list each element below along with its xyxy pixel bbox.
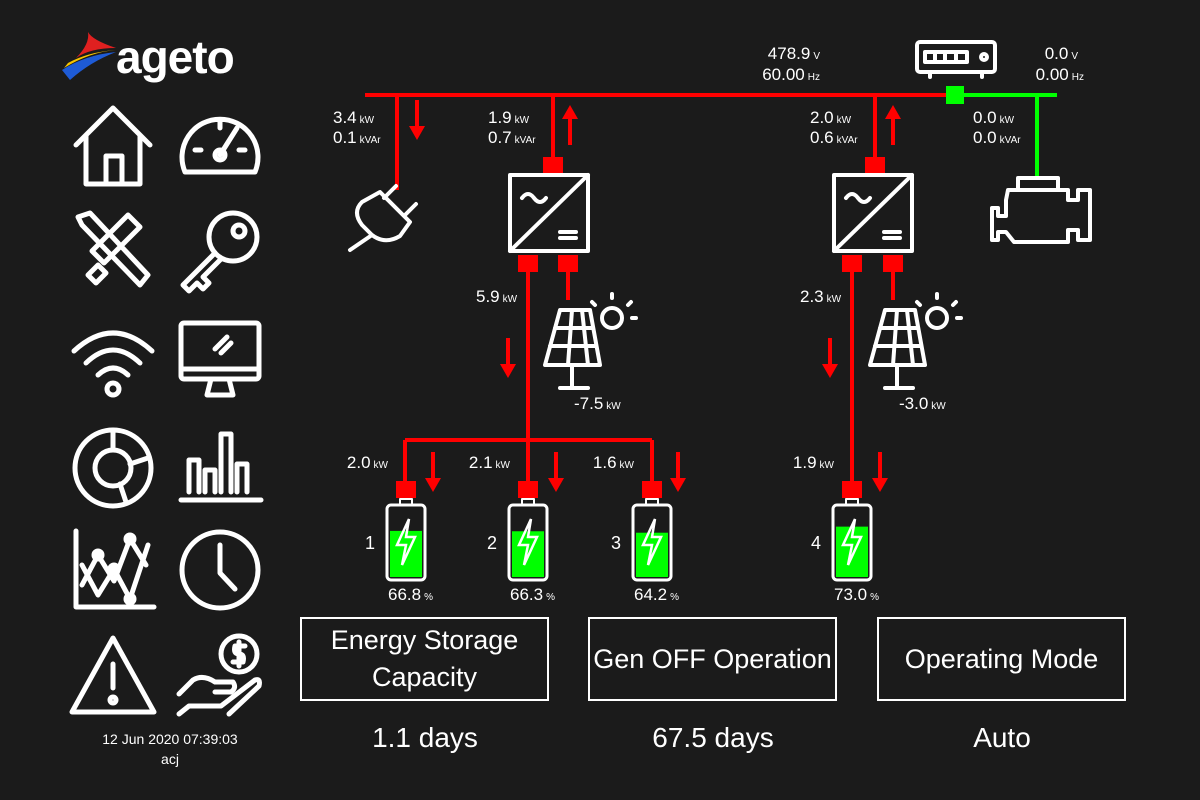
home-icon bbox=[73, 105, 153, 187]
lightning-bolt-icon bbox=[841, 518, 863, 566]
dashboard-gauge-icon bbox=[179, 116, 261, 175]
nav-alarms[interactable] bbox=[68, 630, 158, 720]
battery-soc: 64.2% bbox=[634, 585, 679, 604]
arrow-down-icon bbox=[500, 338, 516, 378]
line-chart-icon bbox=[73, 528, 157, 610]
nav-home[interactable] bbox=[68, 100, 158, 190]
flow-arrows bbox=[409, 100, 901, 492]
operating-mode-button[interactable]: Operating Mode bbox=[877, 617, 1126, 701]
tools-icon bbox=[75, 210, 151, 288]
generator-icon bbox=[990, 176, 1092, 244]
nav-pie[interactable] bbox=[68, 420, 158, 510]
lightning-bolt-icon bbox=[517, 518, 539, 566]
bar-chart-icon bbox=[178, 431, 264, 503]
load-plug-icon bbox=[348, 184, 418, 252]
solar-panel2-icon bbox=[868, 292, 963, 390]
battery-number: 4 bbox=[811, 533, 822, 553]
nav-display[interactable] bbox=[175, 315, 265, 405]
arrow-up-icon bbox=[885, 105, 901, 145]
battery-soc: 66.8% bbox=[388, 585, 433, 604]
logo-mark-icon bbox=[62, 32, 116, 80]
brand-name: ageto bbox=[116, 31, 235, 83]
ageto-logo: ageto bbox=[60, 30, 270, 85]
operating-mode-value: Auto bbox=[973, 722, 1031, 753]
clock-icon bbox=[179, 529, 261, 611]
warning-icon bbox=[69, 635, 157, 715]
inverter1-icon bbox=[508, 173, 590, 253]
meter-icon bbox=[915, 40, 997, 79]
nav-dashboard[interactable] bbox=[175, 100, 265, 190]
gen-off-operation-value: 67.5 days bbox=[652, 722, 774, 753]
lightning-bolt-icon bbox=[395, 518, 417, 566]
battery-number: 1 bbox=[365, 533, 376, 553]
arrow-down-icon bbox=[670, 452, 686, 492]
arrow-down-icon bbox=[409, 100, 425, 140]
nav-bar-chart[interactable] bbox=[175, 420, 265, 510]
nav-tools[interactable] bbox=[68, 205, 158, 295]
arrow-up-icon bbox=[562, 105, 578, 145]
energy-storage-capacity-button[interactable]: Energy Storage Capacity bbox=[300, 617, 549, 701]
nav-network[interactable] bbox=[68, 315, 158, 405]
nav-cost[interactable] bbox=[175, 630, 265, 720]
monitor-icon bbox=[178, 320, 262, 398]
energy-storage-capacity-value: 1.1 days bbox=[372, 722, 478, 753]
arrow-down-icon bbox=[872, 452, 888, 492]
lightning-bolt-icon bbox=[641, 518, 663, 566]
battery-icon[interactable] bbox=[385, 503, 427, 582]
nav-trends[interactable] bbox=[68, 525, 158, 615]
arrow-down-icon bbox=[548, 452, 564, 492]
battery-icon[interactable] bbox=[631, 503, 673, 582]
battery-icon[interactable] bbox=[831, 503, 873, 582]
user-name: acj bbox=[161, 751, 179, 767]
nav-schedule[interactable] bbox=[175, 525, 265, 615]
nav-key[interactable] bbox=[175, 205, 265, 295]
battery-number: 3 bbox=[611, 533, 622, 553]
key-icon bbox=[180, 210, 260, 294]
wifi-icon bbox=[71, 330, 155, 398]
battery-icon[interactable] bbox=[507, 503, 549, 582]
cost-hand-icon bbox=[176, 633, 262, 717]
pie-chart-icon bbox=[72, 427, 154, 509]
battery-soc: 73.0% bbox=[834, 585, 879, 604]
arrow-down-icon bbox=[822, 338, 838, 378]
battery-soc: 66.3% bbox=[510, 585, 555, 604]
gen-off-operation-button[interactable]: Gen OFF Operation bbox=[588, 617, 837, 701]
datetime: 12 Jun 2020 07:39:03 bbox=[102, 731, 238, 747]
battery-number: 2 bbox=[487, 533, 498, 553]
solar-panel1-icon bbox=[543, 292, 638, 390]
arrow-down-icon bbox=[425, 452, 441, 492]
inverter2-icon bbox=[832, 173, 914, 253]
gen-breaker-closed[interactable] bbox=[946, 86, 964, 104]
